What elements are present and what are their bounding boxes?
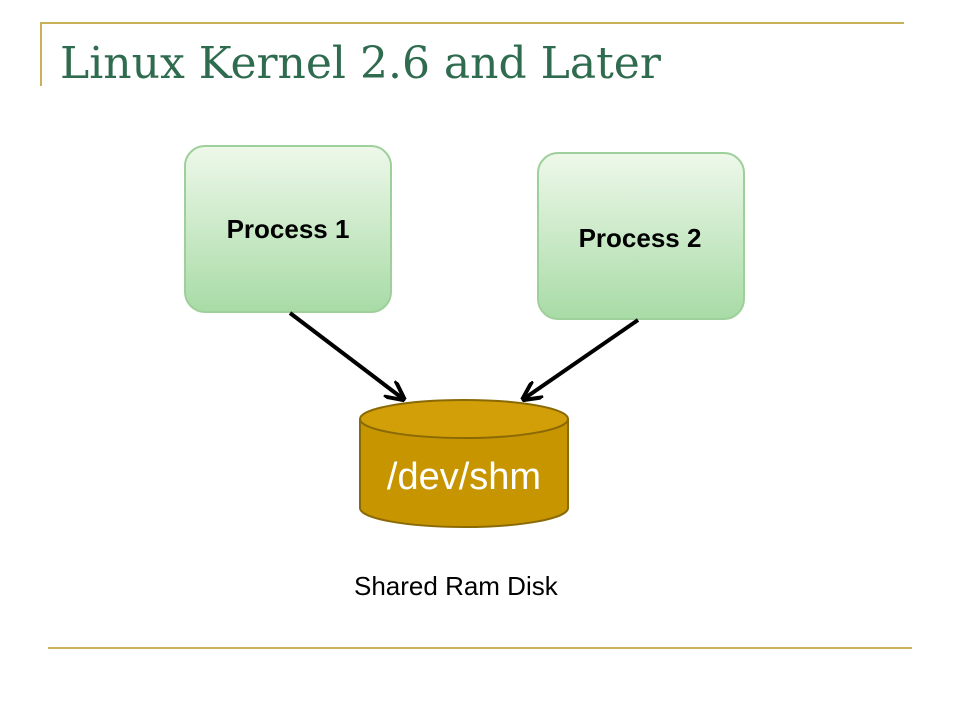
shm-label: /dev/shm [387,456,541,498]
process-2-box: Process 2 [537,152,745,320]
arrow-process-1-to-shm [288,311,402,398]
slide-frame-left [40,22,42,86]
process-1-label: Process 1 [227,214,350,244]
slide-frame-bottom [48,647,912,649]
shared-ram-disk-caption: Shared Ram Disk [354,571,558,601]
process-2-label: Process 2 [579,223,702,253]
process-1-box: Process 1 [184,145,392,313]
arrow-process-2-to-shm [525,318,640,398]
shared-memory-cylinder: /dev/shm [359,399,569,528]
slide-title: Linux Kernel 2.6 and Later [60,38,661,89]
slide-frame-top [40,22,904,24]
